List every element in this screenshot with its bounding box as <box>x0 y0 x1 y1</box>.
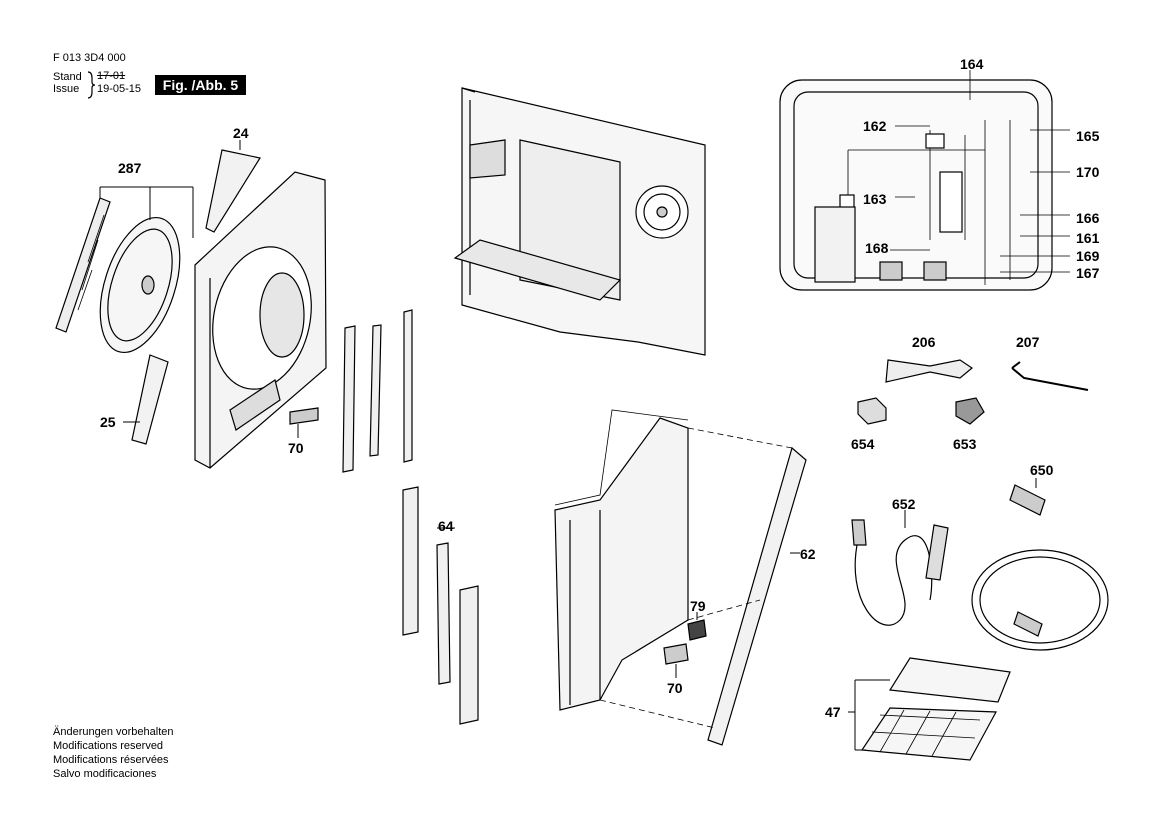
callout-70-right: 70 <box>667 680 683 696</box>
footer-note-de: Änderungen vorbehalten <box>53 726 174 738</box>
part-47 <box>848 657 1011 761</box>
callout-207: 207 <box>1016 334 1040 350</box>
issue-date: 19-05-15 <box>97 83 142 95</box>
callout-650: 650 <box>1030 462 1054 478</box>
part-654 <box>857 397 887 425</box>
callout-25: 25 <box>100 414 116 430</box>
callout-47: 47 <box>825 704 841 720</box>
callout-654: 654 <box>851 436 875 452</box>
part-207 <box>1011 361 1089 391</box>
part-652 <box>851 510 949 626</box>
footer-note-fr: Modifications réservées <box>53 754 169 766</box>
callout-24: 24 <box>233 125 249 141</box>
footer-note-en: Modifications reserved <box>53 740 164 752</box>
callout-168: 168 <box>865 240 889 256</box>
callout-170: 170 <box>1076 164 1100 180</box>
part-287-group <box>55 186 194 354</box>
callout-165: 165 <box>1076 128 1100 144</box>
callout-167: 167 <box>1076 265 1100 281</box>
part-650 <box>971 478 1109 651</box>
callout-166: 166 <box>1076 210 1100 226</box>
part-24 <box>205 149 261 233</box>
callout-206: 206 <box>912 334 936 350</box>
rear-housing <box>554 409 689 711</box>
document-number: F 013 3D4 000 <box>53 52 126 64</box>
figure-label: Fig. /Abb. 5 <box>155 75 246 95</box>
part-70-right <box>663 643 689 665</box>
callout-79: 79 <box>690 598 706 614</box>
front-fan-panel <box>194 171 327 469</box>
callout-652: 652 <box>892 496 916 512</box>
part-25 <box>131 354 169 445</box>
rails-upper <box>342 309 413 473</box>
part-79 <box>687 619 707 641</box>
part-206 <box>885 359 974 383</box>
callout-62: 62 <box>800 546 816 562</box>
issue-label: Issue <box>53 83 80 95</box>
callout-163: 163 <box>863 191 887 207</box>
callout-653: 653 <box>953 436 977 452</box>
callout-164: 164 <box>960 56 984 72</box>
part-62 <box>707 446 807 746</box>
footer-note-es: Salvo modificaciones <box>53 768 157 780</box>
stand-date: 17-01 <box>97 70 126 82</box>
date-brace <box>87 71 96 99</box>
callout-161: 161 <box>1076 230 1100 246</box>
callout-162: 162 <box>863 118 887 134</box>
part-653 <box>955 397 985 425</box>
top-housing <box>453 87 706 356</box>
rails-lower <box>402 486 479 725</box>
stand-label: Stand <box>53 71 82 83</box>
callout-169: 169 <box>1076 248 1100 264</box>
callout-287: 287 <box>118 160 142 176</box>
callout-70-left: 70 <box>288 440 304 456</box>
circuit-housing <box>779 70 1070 291</box>
part-70-left <box>289 407 319 425</box>
callout-64: 64 <box>438 518 454 534</box>
